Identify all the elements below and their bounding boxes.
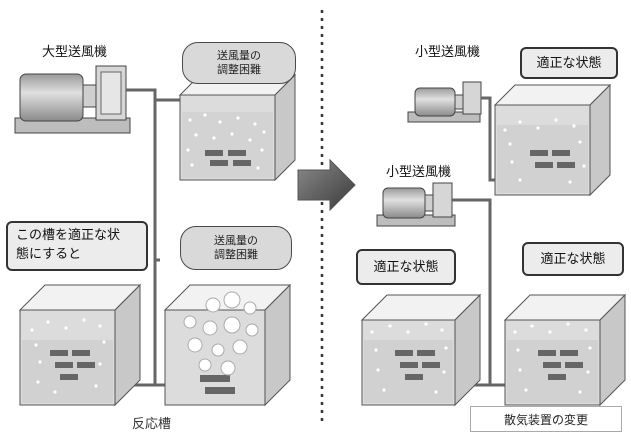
arrow-icon xyxy=(297,158,356,212)
small-blower-mid-label: 小型送風機 xyxy=(386,165,452,180)
small-blower-top-label: 小型送風機 xyxy=(415,45,481,60)
bubble-adjust-difficult-bottom: 送風量の 調整困難 xyxy=(180,226,292,270)
tank-left-top xyxy=(178,73,297,182)
bubble-adjust-difficult-top: 送風量の 調整困難 xyxy=(182,42,296,84)
small-blower-top xyxy=(407,81,482,123)
diffuser-change-note: 散気装置の変更 xyxy=(470,406,622,432)
reaction-tank-caption: 反応槽 xyxy=(132,417,172,432)
state-proper-right: 適正な状態 xyxy=(522,242,624,276)
callout-this-tank: この槽を適正な状 態にすると xyxy=(6,221,148,271)
small-blower-mid xyxy=(376,182,456,227)
state-proper-top: 適正な状態 xyxy=(520,47,618,79)
tank-right-bottom-left xyxy=(360,293,482,407)
small-bubbles xyxy=(30,113,592,394)
tank-left-bottom-right xyxy=(163,283,292,407)
tank-left-bottom-left xyxy=(18,283,142,407)
state-proper-left: 適正な状態 xyxy=(356,249,456,285)
tank-right-bottom-right xyxy=(503,293,627,407)
large-blower-label: 大型送風機 xyxy=(42,45,108,60)
tank-right-top xyxy=(493,83,612,197)
large-blower xyxy=(14,65,131,134)
